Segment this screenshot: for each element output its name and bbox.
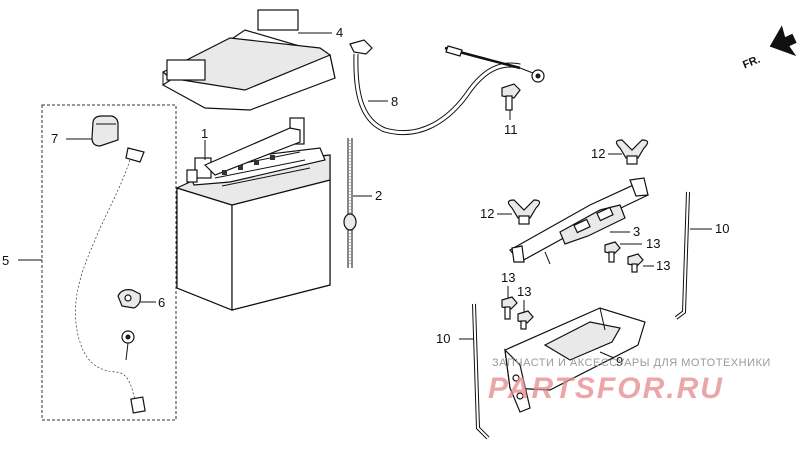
callout-label-3: 3: [633, 224, 640, 239]
callout-label-1: 1: [201, 126, 208, 141]
battery-part-1[interactable]: [175, 117, 331, 311]
callout-label-13-c: 13: [501, 270, 515, 285]
terminal-cap-part-6[interactable]: [117, 289, 141, 309]
callout-label-13-a: 13: [646, 236, 660, 251]
battery-holder-part-3[interactable]: [509, 177, 649, 265]
callout-label-7: 7: [51, 131, 58, 146]
callout-label-12-upper: 12: [591, 146, 605, 161]
callout-label-6: 6: [158, 295, 165, 310]
callout-label-8: 8: [391, 94, 398, 109]
watermark-brand: PARTSFOR.RU: [488, 372, 724, 405]
battery-tray-part-9[interactable]: [504, 307, 646, 413]
terminal-cover-part-7[interactable]: [91, 115, 119, 147]
front-direction-arrow: [769, 25, 797, 57]
callout-label-2: 2: [375, 188, 382, 203]
bolt-part-13-c[interactable]: [501, 296, 518, 320]
leader-9: [599, 351, 615, 359]
holder-rod-part-10-left[interactable]: [472, 303, 490, 440]
callout-label-13-b: 13: [656, 258, 670, 273]
callout-label-12-lower: 12: [480, 206, 494, 221]
callout-label-9: 9: [616, 354, 623, 369]
bolt-part-13-d[interactable]: [517, 310, 534, 330]
kit-group-box-part-5: [41, 104, 177, 421]
bolt-part-13-a[interactable]: [604, 241, 621, 263]
callout-label-10-left: 10: [436, 331, 450, 346]
holder-rod-part-10-right[interactable]: [674, 191, 690, 320]
battery-cover-part-4[interactable]: [161, 9, 336, 111]
wing-nut-part-12-lower[interactable]: [507, 199, 541, 225]
negative-cable[interactable]: [74, 147, 146, 414]
wing-nut-part-12-upper[interactable]: [615, 139, 649, 165]
fr-marker-text: FR.: [741, 54, 762, 72]
callout-label-10-right: 10: [715, 221, 729, 236]
bolt-part-11[interactable]: [501, 83, 521, 111]
callout-label-11: 11: [504, 122, 518, 137]
callout-label-13-d: 13: [517, 284, 531, 299]
breather-tube-part-2[interactable]: [343, 138, 357, 268]
bolt-part-13-b[interactable]: [627, 253, 644, 273]
positive-cable-part-8[interactable]: [349, 39, 545, 136]
callout-label-5: 5: [2, 253, 9, 268]
watermark-tagline: ЗАПЧАСТИ И АКСЕССУАРЫ ДЛЯ МОТОТЕХНИКИ: [492, 357, 771, 369]
callout-label-4: 4: [336, 25, 343, 40]
